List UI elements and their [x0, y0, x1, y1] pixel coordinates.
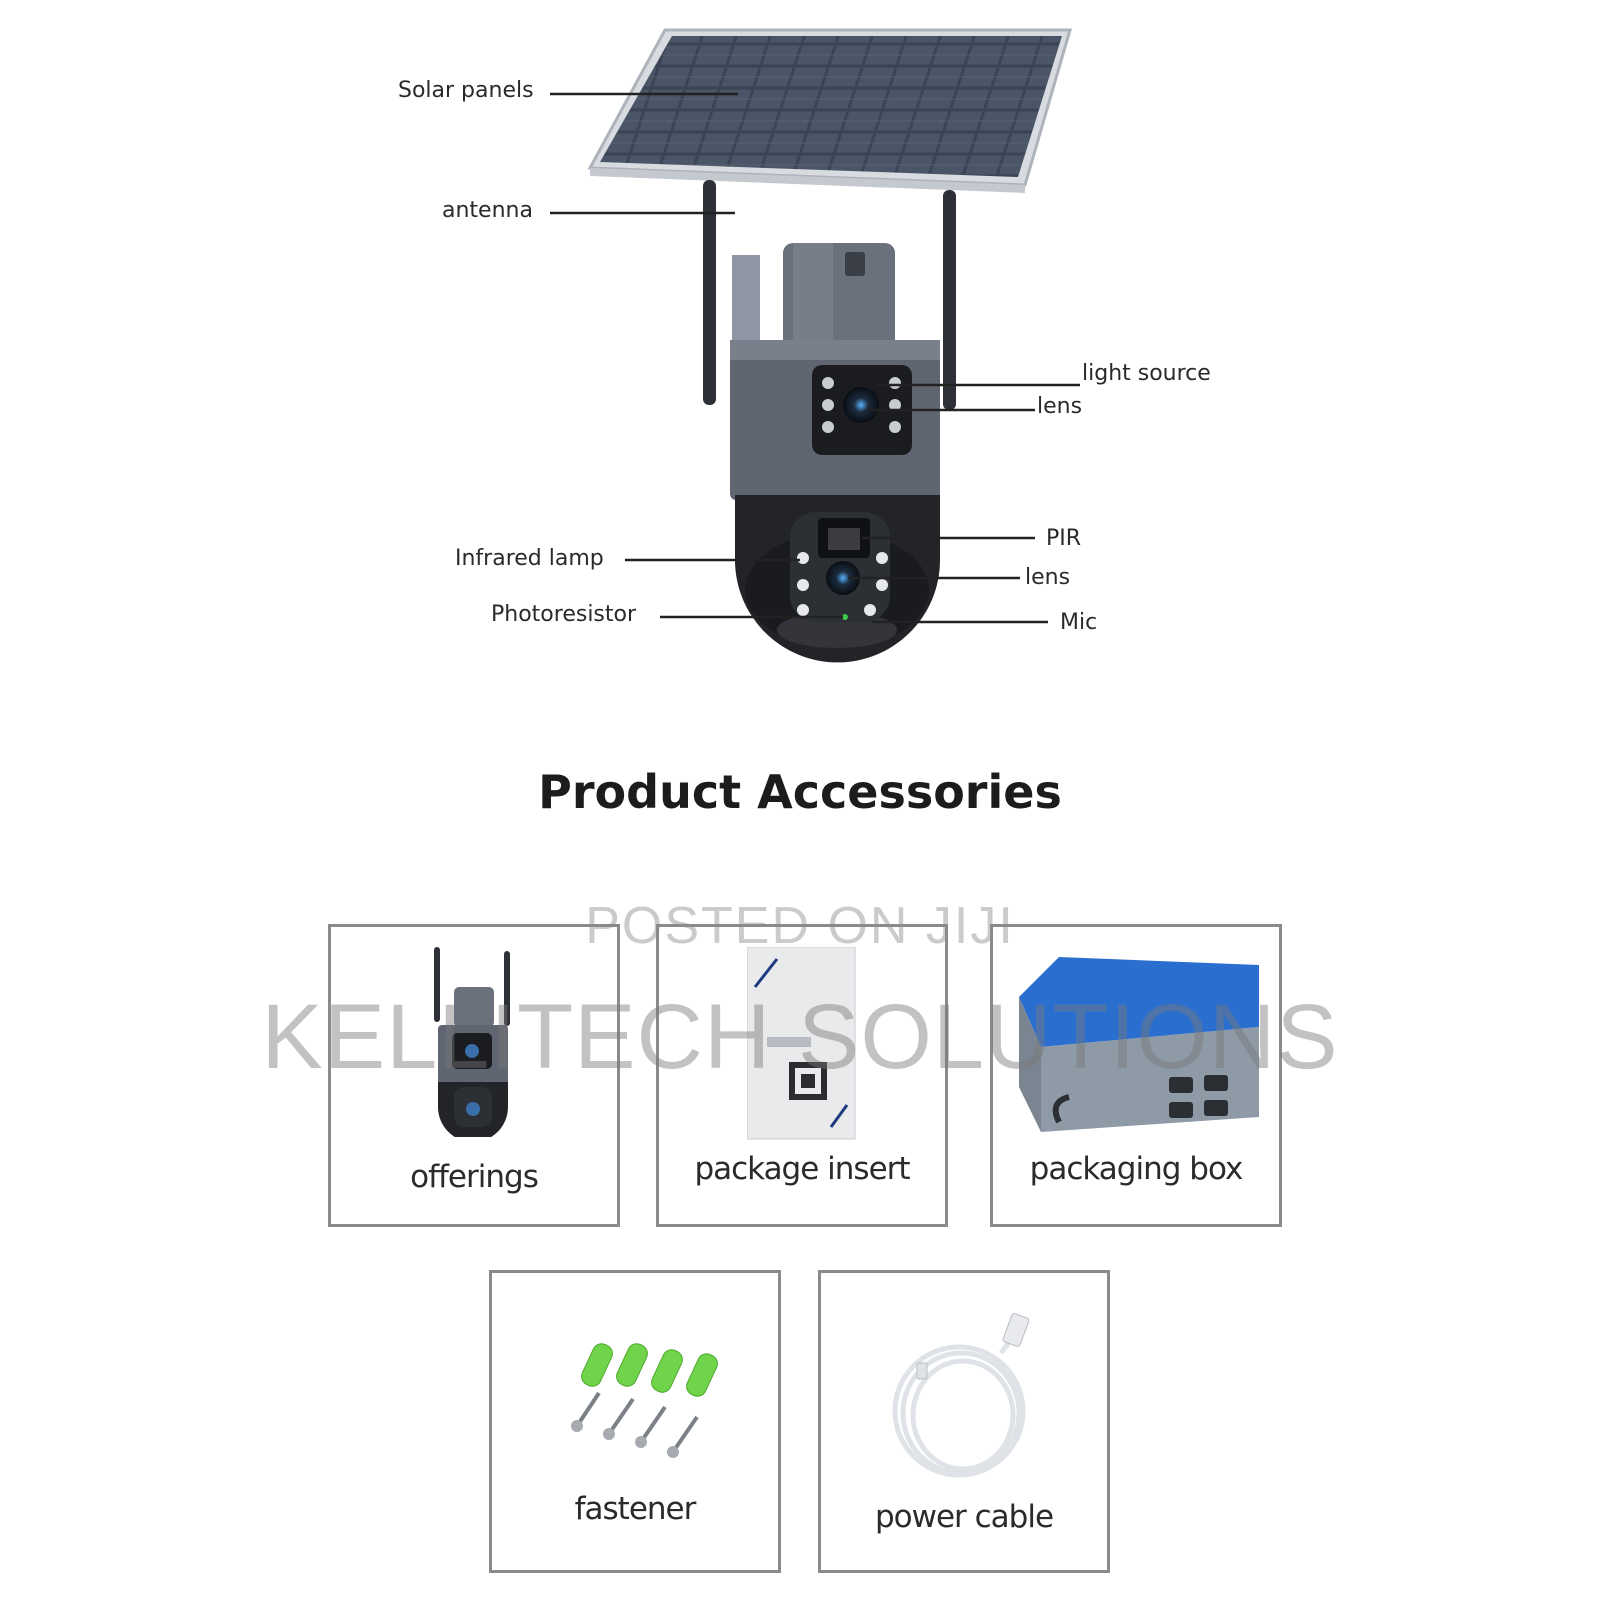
label-lens-top: lens [1037, 394, 1083, 419]
label-mic: Mic [1060, 610, 1098, 635]
label-pir: PIR [1046, 526, 1082, 551]
accessory-label: package insert [694, 1151, 910, 1187]
upper-housing-icon [730, 243, 940, 500]
accessory-card-fastener: fastener [489, 1270, 781, 1573]
label-infrared-lamp: Infrared lamp [455, 546, 604, 571]
accessory-label: power cable [874, 1499, 1054, 1535]
accessory-label: packaging box [1029, 1151, 1244, 1187]
antenna-right-icon [943, 190, 956, 410]
label-solar-panels: Solar panels [398, 78, 534, 103]
antenna-left-icon [703, 180, 716, 405]
manual-icon [747, 947, 856, 1140]
label-lens-bottom: lens [1025, 565, 1071, 590]
camera-icon [434, 947, 510, 1137]
section-title: Product Accessories [538, 765, 1062, 819]
solar-camera-illustration [550, 28, 1080, 663]
watermark-company: KELLITECH SOLUTIONS [261, 986, 1339, 1088]
cable-icon [892, 1313, 1030, 1478]
screws-icon [571, 1343, 718, 1458]
accessory-card-offerings: offerings [328, 924, 620, 1227]
solar-panel-icon [587, 28, 1072, 193]
label-antenna: antenna [442, 198, 533, 223]
accessory-card-package-insert: package insert [656, 924, 948, 1227]
box-icon [1019, 957, 1259, 1132]
accessory-label: fastener [574, 1491, 697, 1527]
label-photoresistor: Photoresistor [491, 602, 637, 627]
watermark-posted-on: POSTED ON JIJI [585, 897, 1015, 955]
callout-lines [550, 92, 1080, 624]
accessory-label: offerings [410, 1159, 539, 1195]
label-light-source: light source [1082, 361, 1211, 386]
accessory-card-packaging-box: packaging box [990, 924, 1282, 1227]
accessory-card-power-cable: power cable [818, 1270, 1110, 1573]
